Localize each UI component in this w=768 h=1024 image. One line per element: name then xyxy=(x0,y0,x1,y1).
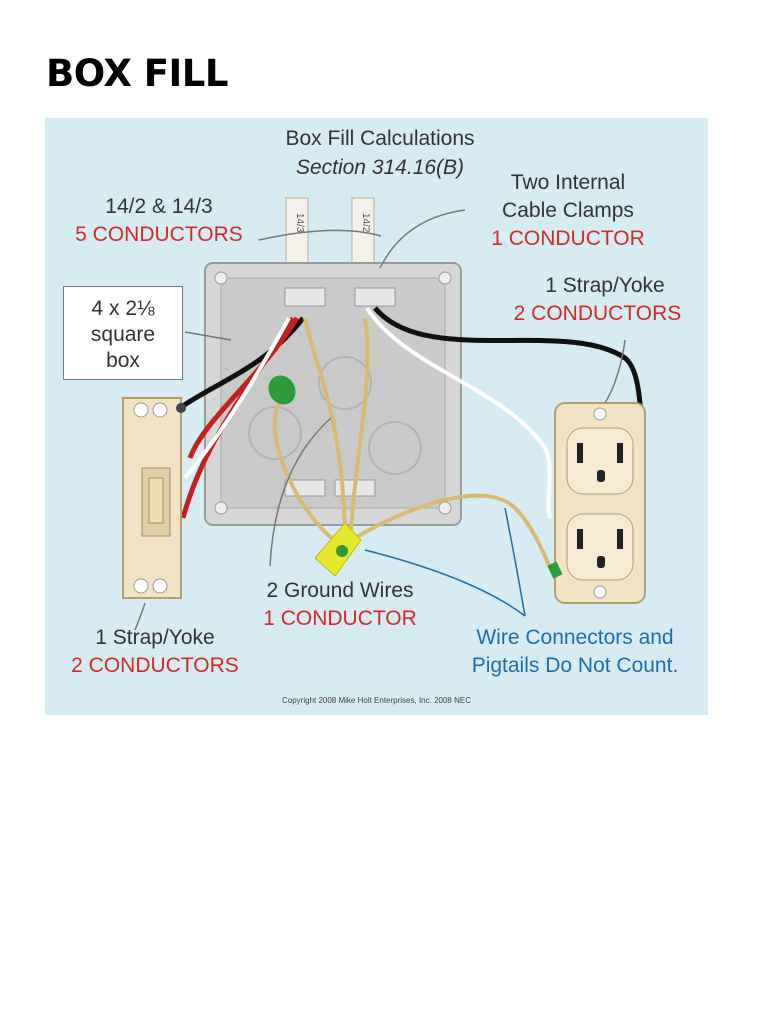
ground-count: 1 CONDUCTOR xyxy=(263,607,417,630)
green-wire-nut xyxy=(268,375,296,405)
cable-tag-14-2: 14/2 xyxy=(360,213,371,233)
slide-title: BOX FILL xyxy=(46,52,228,95)
ground-label: 2 Ground Wires xyxy=(266,579,414,602)
cables-label: 14/2 & 14/3 xyxy=(105,195,213,218)
copyright-notice: Copyright 2008 Mike Holt Enterprises, In… xyxy=(282,696,471,705)
clamps-pointer xyxy=(379,209,466,269)
cables-count: 5 CONDUCTORS xyxy=(75,223,243,246)
switch-yoke-label: 1 Strap/Yoke xyxy=(95,626,215,649)
box-word: box xyxy=(106,349,140,372)
switch-yoke-pointer xyxy=(134,602,146,631)
connectors-pointer-2 xyxy=(504,507,526,617)
receptacle-yoke-count: 2 CONDUCTORS xyxy=(513,302,682,325)
box-size: 4 x 2⅛ xyxy=(91,297,155,320)
switch-wires xyxy=(178,316,305,519)
cable-14-3: 14/3 xyxy=(285,197,309,279)
box-pointer xyxy=(184,331,232,341)
cables-pointer xyxy=(258,229,382,241)
duplex-receptacle xyxy=(547,402,646,604)
box-fill-diagram: 14/3 14/2 xyxy=(45,118,708,715)
clamps-count: 1 CONDUCTOR xyxy=(491,227,645,250)
connectors-label-1: Wire Connectors and xyxy=(476,626,674,649)
diagram-title: Box Fill Calculations xyxy=(285,127,475,150)
receptacle-yoke-pointer xyxy=(604,339,626,404)
connectors-pointer-1 xyxy=(364,549,526,617)
light-switch xyxy=(122,397,186,599)
clamps-label-2: Cable Clamps xyxy=(502,199,634,222)
ground-pointer xyxy=(269,417,332,567)
ground-wires xyxy=(272,317,557,579)
diagram-subtitle: Section 314.16(B) xyxy=(295,156,465,179)
box-size-label: 4 x 2⅛ square box xyxy=(63,286,183,380)
yellow-wire-nut xyxy=(314,522,362,577)
cable-tag-14-3: 14/3 xyxy=(294,213,305,233)
box-type: square xyxy=(90,323,156,346)
clamps-label-1: Two Internal xyxy=(510,171,626,194)
switch-yoke-count: 2 CONDUCTORS xyxy=(71,654,239,677)
receptacle-yoke-label: 1 Strap/Yoke xyxy=(545,274,665,297)
connectors-label-2: Pigtails Do Not Count. xyxy=(471,654,679,677)
wiring-illustration: 14/3 14/2 xyxy=(122,197,646,631)
